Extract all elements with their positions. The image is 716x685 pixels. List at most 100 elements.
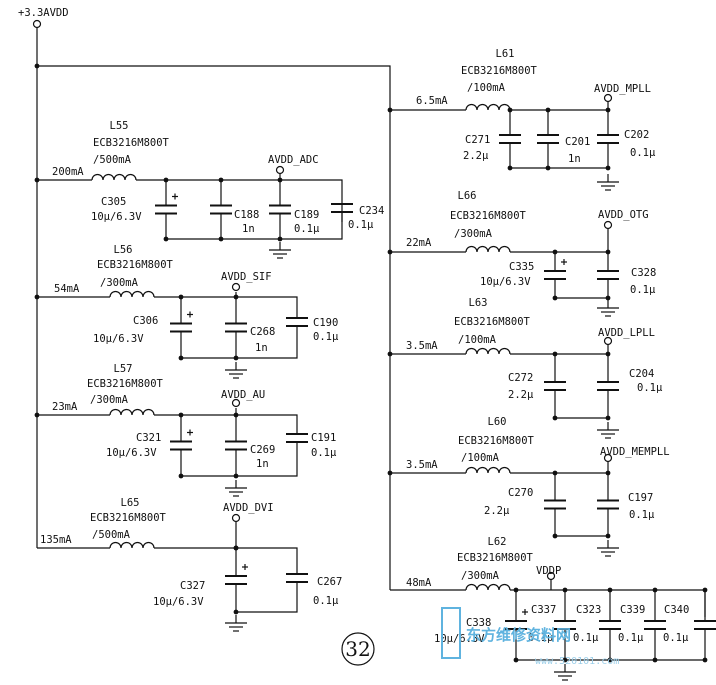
inductor-L57-id: L57 xyxy=(114,363,133,375)
cap-C339-name: C339 xyxy=(620,604,645,616)
cap-C269-value: 1n xyxy=(256,458,269,470)
terminal xyxy=(603,93,613,103)
cap-C202-value: 0.1μ xyxy=(630,147,656,159)
capacitor-C204 xyxy=(597,354,619,418)
cap-C190-name: C190 xyxy=(313,317,338,329)
watermark-text: 东方维修资料网 xyxy=(466,626,571,644)
inductor-L65-part: ECB3216M800T xyxy=(90,512,167,524)
ground-symbol xyxy=(554,664,576,681)
cap-C188-name: C188 xyxy=(234,209,259,221)
inductor-L56-id: L56 xyxy=(114,244,133,256)
ground-symbol xyxy=(225,615,247,632)
rail-avdd-mpll: AVDD_MPLL xyxy=(594,83,651,95)
terminal xyxy=(231,282,241,292)
inductor-L63-rating: /100mA xyxy=(458,334,497,346)
capacitor-C197 xyxy=(597,473,619,536)
wire xyxy=(181,442,298,477)
cap-C337-value: 0.1μ xyxy=(528,632,554,644)
inductor-L55 xyxy=(91,173,137,181)
inductor-L60-id: L60 xyxy=(488,416,507,428)
ground-symbol xyxy=(597,300,619,317)
wire xyxy=(166,212,343,240)
current-L61: 6.5mA xyxy=(416,95,448,107)
cap-C191-name: C191 xyxy=(311,432,336,444)
inductor-L56-part: ECB3216M800T xyxy=(97,259,174,271)
capacitor-C272 xyxy=(544,354,566,418)
rail-avdd-dvi: AVDD_DVI xyxy=(223,502,274,514)
rail-avdd-otg: AVDD_OTG xyxy=(598,209,649,221)
inductor-L55-part: ECB3216M800T xyxy=(93,137,170,149)
capacitor-C269 xyxy=(225,415,247,476)
wire xyxy=(37,65,391,590)
rail-vddp: VDDP xyxy=(536,565,561,577)
cap-C267-name: C267 xyxy=(317,576,342,588)
inductor-L56-rating: /300mA xyxy=(100,277,139,289)
wire xyxy=(136,179,343,196)
cap-C190-value: 0.1μ xyxy=(313,331,339,343)
cap-C270-value: 2.2μ xyxy=(484,505,510,517)
rail-avdd-sif: AVDD_SIF xyxy=(221,271,272,283)
terminal xyxy=(603,453,613,463)
cap-C269-name: C269 xyxy=(250,444,275,456)
cap-C268-value: 1n xyxy=(255,342,268,354)
current-L56: 54mA xyxy=(54,283,80,295)
rail-avdd-au: AVDD_AU xyxy=(221,389,265,401)
inductor-L57 xyxy=(109,408,155,416)
inductor-L63 xyxy=(465,347,511,355)
capacitor-C335 xyxy=(544,252,567,298)
capacitor-C202 xyxy=(597,110,619,168)
cap-C305-value: 10μ/6.3V xyxy=(91,211,142,223)
capacitor-C268 xyxy=(225,297,247,358)
wire xyxy=(236,582,298,613)
inductor-L61-id: L61 xyxy=(496,48,515,60)
cap-C306-value: 10μ/6.3V xyxy=(93,333,144,345)
cap-C270-name: C270 xyxy=(508,487,533,499)
cap-C327-name: C327 xyxy=(180,580,205,592)
cap-C272-name: C272 xyxy=(508,372,533,384)
cap-C323-value: 0.1μ xyxy=(573,632,599,644)
cap-C189-name: C189 xyxy=(294,209,319,221)
inductor-L62 xyxy=(465,583,511,591)
inductor-L57-rating: /300mA xyxy=(90,394,129,406)
capacitor-C323 xyxy=(599,590,621,660)
cap-C201-name: C201 xyxy=(565,136,590,148)
terminal xyxy=(231,513,241,523)
current-L62: 48mA xyxy=(406,577,432,589)
inductor-L66 xyxy=(465,245,511,253)
inductor-coil xyxy=(91,173,137,181)
inductor-L61-rating: /100mA xyxy=(467,82,506,94)
inductor-L65 xyxy=(109,541,155,549)
wire xyxy=(154,547,298,574)
inductor-L56 xyxy=(109,290,155,298)
terminal xyxy=(275,165,285,175)
capacitor-C188 xyxy=(210,180,232,239)
cap-C204-value: 0.1μ xyxy=(637,382,663,394)
junction-dot xyxy=(34,412,40,418)
cap-C328-name: C328 xyxy=(631,267,656,279)
cap-C268-name: C268 xyxy=(250,326,275,338)
cap-C335-value: 10μ/6.3V xyxy=(480,276,531,288)
ground-symbol xyxy=(225,362,247,379)
ground-symbol xyxy=(597,422,619,439)
current-L66: 22mA xyxy=(406,237,432,249)
inductor-L61 xyxy=(465,103,511,111)
capacitor-C339 xyxy=(644,590,666,660)
current-L65: 135mA xyxy=(40,534,72,546)
cap-C321-value: 10μ/6.3V xyxy=(106,447,157,459)
capacitor-C340 xyxy=(694,590,716,660)
rail-avdd-adc: AVDD_ADC xyxy=(268,154,319,166)
current-L55: 200mA xyxy=(52,166,84,178)
watermark-logo xyxy=(441,607,461,659)
current-L63: 3.5mA xyxy=(406,340,438,352)
capacitor-C327 xyxy=(225,548,248,612)
supply-label: +3.3AVDD xyxy=(18,7,69,19)
cap-C191-value: 0.1μ xyxy=(311,447,337,459)
cap-C327-value: 10μ/6.3V xyxy=(153,596,204,608)
inductor-L55-rating: /500mA xyxy=(93,154,132,166)
inductor-L61-part: ECB3216M800T xyxy=(461,65,538,77)
cap-C271-value: 2.2μ xyxy=(463,150,489,162)
capacitor-C337 xyxy=(554,590,576,660)
cap-C340-value: 0.1μ xyxy=(663,632,689,644)
junction-dot xyxy=(34,63,40,69)
capacitor-C201 xyxy=(537,110,559,168)
